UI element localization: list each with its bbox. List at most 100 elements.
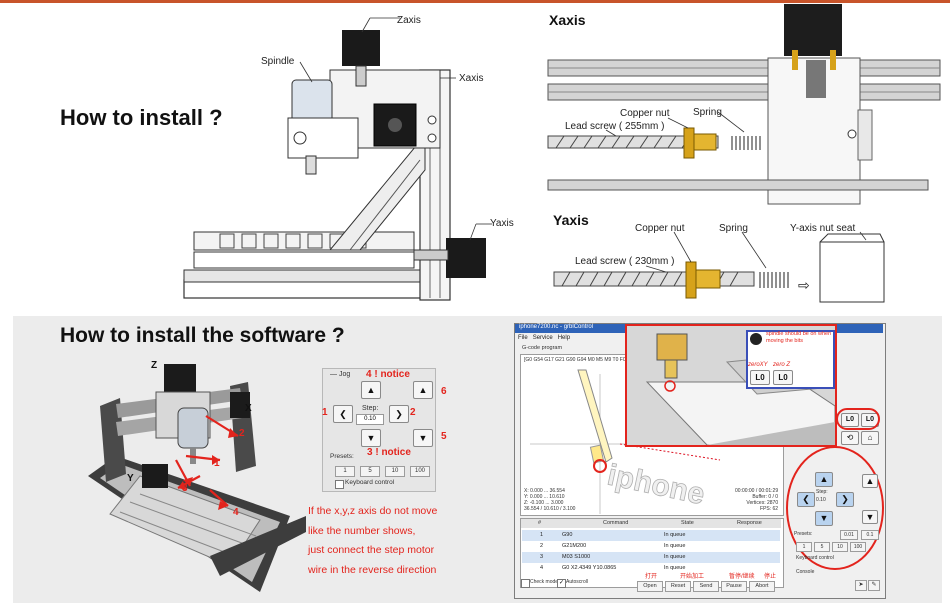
yaxis-label: Yaxis bbox=[490, 218, 514, 229]
yaxis-title: Yaxis bbox=[553, 212, 589, 228]
right-jog-step-value: 0.10 bbox=[816, 497, 826, 503]
install-heading: How to install ? bbox=[60, 105, 223, 130]
right-preset-10[interactable]: 10 bbox=[832, 542, 848, 552]
jog-x-left-button[interactable]: ❮ bbox=[333, 405, 353, 423]
console-label: Console bbox=[796, 569, 815, 575]
right-readout-2[interactable]: 0.1 bbox=[861, 530, 879, 540]
table-row[interactable]: 1 G90 In queue bbox=[522, 530, 780, 541]
gcode-program-label: G-code program bbox=[522, 345, 563, 351]
command-table-header bbox=[521, 519, 781, 528]
y-nut-seat-label: Y-axis nut seat bbox=[790, 223, 856, 234]
top-accent-line bbox=[0, 0, 950, 3]
right-jog-y-up-button[interactable]: ▲ bbox=[815, 472, 833, 487]
machine-x-label: X bbox=[245, 403, 252, 414]
jog-title: — Jog bbox=[330, 371, 351, 378]
right-preset-100[interactable]: 100 bbox=[850, 542, 866, 552]
menu-bar: File Service Help bbox=[518, 335, 570, 341]
jog-number-5: 5 bbox=[441, 431, 447, 442]
table-row[interactable]: 4 G0 X2.4349 Y10.0865 In queue bbox=[540, 565, 686, 571]
note-line: just connect the step motor bbox=[308, 544, 435, 556]
jog-y-down-button[interactable]: ▼ bbox=[413, 429, 433, 447]
spindle-icon bbox=[750, 333, 762, 345]
right-jog-presets-label: Presets: bbox=[794, 531, 813, 537]
zaxis-label: Zaxis bbox=[397, 15, 421, 26]
y-copper-nut-label: Copper nut bbox=[635, 223, 685, 234]
restore-origin-button[interactable]: ⟲ bbox=[841, 431, 859, 445]
note-line: like the number shows, bbox=[308, 524, 416, 537]
zero-z-button[interactable]: L0 bbox=[773, 370, 793, 385]
spindle-callout-text: spindle should be on when moving the bit… bbox=[766, 331, 832, 344]
notice-3-label: 3 ! notice bbox=[367, 447, 411, 458]
col-state: State bbox=[681, 520, 694, 526]
cn-stop-label: 停止 bbox=[764, 574, 777, 580]
x-copper-nut-label: Copper nut bbox=[620, 108, 670, 119]
machine-arrow-4-label: 4 bbox=[233, 507, 239, 518]
right-jog-x-right-button[interactable]: ❯ bbox=[836, 492, 854, 507]
right-jog-x-left-button[interactable]: ❮ bbox=[797, 492, 815, 507]
check-mode-checkbox[interactable] bbox=[521, 579, 530, 588]
jog-preset-5[interactable]: 5 bbox=[360, 466, 380, 477]
cn-open-label: 打开 bbox=[645, 574, 658, 580]
yaxis-screw-diagram: ⇨ bbox=[553, 231, 885, 303]
zero-xy-button[interactable]: L0 bbox=[750, 370, 770, 385]
x-lead-screw-label: Lead screw ( 255mm ) bbox=[565, 121, 665, 132]
pause-button[interactable]: Pause bbox=[721, 581, 747, 592]
jog-presets-label: Presets: bbox=[330, 453, 354, 460]
autoscroll-checkbox[interactable]: ✓ bbox=[557, 579, 566, 588]
menu-help[interactable]: Help bbox=[557, 335, 571, 341]
zero-z-label: zero Z bbox=[773, 362, 791, 368]
xaxis-screw-diagram bbox=[547, 4, 941, 205]
col-response: Response bbox=[737, 520, 762, 526]
jog-z-up-button[interactable]: ▲ bbox=[361, 381, 381, 399]
jog-z-down-button[interactable]: ▼ bbox=[361, 429, 381, 447]
menu-file[interactable]: File bbox=[518, 335, 528, 341]
xaxis-label: Xaxis bbox=[459, 73, 484, 84]
reset-button[interactable]: Reset bbox=[665, 581, 691, 592]
open-button[interactable]: Open bbox=[637, 581, 663, 592]
svg-text:⇨: ⇨ bbox=[798, 277, 810, 293]
safe-position-button[interactable]: ⌂ bbox=[861, 431, 879, 445]
xaxis-title: Xaxis bbox=[549, 12, 586, 28]
table-row[interactable]: 2 G21M200 In queue bbox=[540, 543, 686, 549]
y-lead-screw-label: Lead screw ( 230mm ) bbox=[575, 256, 675, 267]
jog-y-up-button[interactable]: ▲ bbox=[413, 381, 433, 399]
gcode-state-line: [G0 G54 G17 G21 G90 G94 M0 M5 M9 T0 F0. … bbox=[524, 357, 638, 363]
y-spring-label: Spring bbox=[719, 223, 748, 234]
machine-3d-drawing bbox=[88, 364, 306, 592]
jog-preset-1[interactable]: 1 bbox=[335, 466, 355, 477]
jog-x-right-button[interactable]: ❯ bbox=[389, 405, 409, 423]
machine-y-label: Y bbox=[127, 473, 134, 484]
send-button[interactable]: Send bbox=[693, 581, 719, 592]
right-jog-highlight bbox=[786, 446, 884, 570]
jog-preset-10[interactable]: 10 bbox=[385, 466, 405, 477]
zero-xy-label: zeroXY bbox=[748, 362, 768, 368]
notice-4-label: 4 ! notice bbox=[366, 369, 410, 380]
right-jog-z-up-button[interactable]: ▲ bbox=[862, 474, 878, 488]
cn-pause-label: 暂停/继续 bbox=[729, 574, 755, 580]
keyboard-control-checkbox[interactable] bbox=[335, 480, 344, 489]
autoscroll-label: Autoscroll bbox=[566, 579, 588, 585]
jog-step-value[interactable]: 0.10 bbox=[356, 414, 384, 425]
table-row[interactable]: 3 M03 S1000 In queue bbox=[522, 552, 780, 563]
window-title: iphone7200.nc - grblControl bbox=[519, 324, 594, 330]
console-send-button[interactable]: ➤ bbox=[855, 580, 867, 591]
jog-step-label: Step: bbox=[362, 405, 379, 412]
spindle-label: Spindle bbox=[261, 56, 295, 67]
right-jog-z-down-button[interactable]: ▼ bbox=[862, 510, 878, 524]
cn-start-label: 开始加工 bbox=[680, 574, 705, 580]
right-preset-1[interactable]: 1 bbox=[796, 542, 812, 552]
artwork-text: iphone bbox=[605, 459, 708, 512]
menu-service[interactable]: Service bbox=[532, 335, 553, 341]
jog-preset-100[interactable]: 100 bbox=[410, 466, 430, 477]
right-jog-y-down-button[interactable]: ▼ bbox=[815, 511, 833, 526]
right-readout-1[interactable]: 0.01 bbox=[840, 530, 858, 540]
abort-button[interactable]: Abort bbox=[749, 581, 775, 592]
software-heading: How to install the software ? bbox=[60, 324, 345, 347]
right-preset-5[interactable]: 5 bbox=[814, 542, 830, 552]
console-clear-button[interactable]: ✎ bbox=[868, 580, 880, 591]
jog-number-6: 6 bbox=[441, 386, 447, 397]
zero-buttons-highlight bbox=[836, 408, 880, 430]
x-spring-label: Spring bbox=[693, 107, 722, 118]
